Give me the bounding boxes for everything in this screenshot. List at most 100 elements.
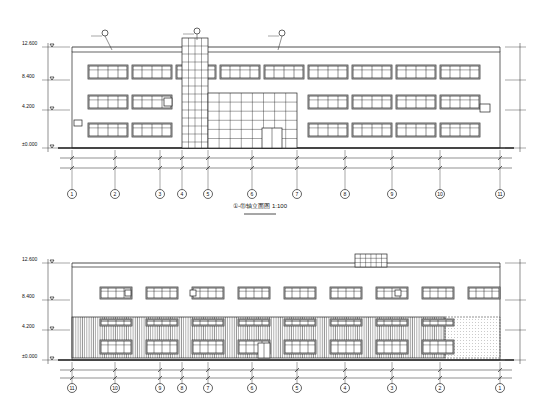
outline — [72, 267, 500, 360]
axis-bubble — [293, 190, 302, 199]
line — [108, 288, 109, 298]
axis-number: 11 — [497, 192, 502, 197]
line — [98, 96, 99, 108]
level-label: ±0.000 — [22, 354, 37, 359]
line — [246, 288, 247, 298]
line — [343, 156, 347, 160]
line — [221, 69, 259, 70]
line — [470, 66, 471, 78]
level-label: 8.400 — [22, 74, 35, 79]
outline — [132, 65, 172, 79]
line — [381, 254, 382, 267]
line — [254, 341, 255, 353]
callout-bubble — [279, 30, 285, 36]
line — [292, 288, 293, 298]
level-mark — [50, 77, 54, 80]
outline — [353, 96, 391, 108]
line — [206, 376, 210, 380]
axis-number: 10 — [112, 386, 118, 391]
line — [520, 43, 521, 152]
outline — [377, 288, 407, 298]
line — [70, 376, 74, 380]
line — [108, 341, 109, 353]
outline — [100, 340, 132, 354]
line — [390, 368, 394, 372]
outline — [285, 320, 315, 325]
line — [406, 96, 407, 108]
line — [460, 96, 461, 108]
line — [42, 300, 70, 301]
line — [498, 368, 502, 372]
line — [98, 66, 99, 78]
outline — [376, 340, 408, 354]
level-label: 4.200 — [22, 104, 35, 109]
axis-number: 6 — [251, 386, 254, 391]
line — [430, 341, 431, 353]
outline — [352, 65, 392, 79]
line — [160, 150, 161, 190]
outline — [239, 320, 269, 325]
line — [216, 341, 217, 353]
line — [124, 288, 125, 298]
line — [182, 110, 208, 111]
outline — [100, 287, 132, 299]
line — [377, 321, 407, 322]
line — [60, 378, 512, 379]
outline — [423, 320, 453, 325]
line — [182, 62, 208, 63]
line — [154, 288, 155, 298]
outline — [441, 124, 479, 136]
outline — [132, 95, 172, 109]
line — [300, 341, 301, 353]
line — [438, 288, 439, 298]
outline — [88, 65, 128, 79]
outline — [330, 287, 362, 299]
line — [470, 124, 471, 136]
line — [505, 47, 526, 48]
line — [147, 344, 177, 345]
line — [58, 359, 514, 361]
axis-number: 3 — [159, 192, 162, 197]
line — [250, 166, 254, 170]
axis-bubble — [293, 384, 302, 393]
axis-number: 7 — [207, 386, 210, 391]
outline — [192, 319, 224, 326]
line — [180, 156, 184, 160]
axis-bubble — [68, 384, 77, 393]
line — [292, 341, 293, 353]
line — [72, 263, 73, 267]
outline — [309, 66, 347, 78]
line — [147, 291, 177, 292]
line — [343, 376, 347, 380]
outline — [284, 287, 316, 299]
line — [438, 166, 442, 170]
line — [142, 124, 143, 136]
line — [397, 127, 435, 128]
axis-bubble — [178, 384, 187, 393]
line — [392, 288, 393, 298]
outline — [331, 341, 361, 353]
outline — [396, 65, 436, 79]
line — [362, 124, 363, 136]
line — [426, 124, 427, 136]
line — [426, 66, 427, 78]
line — [295, 368, 299, 372]
line — [318, 66, 319, 78]
line — [265, 69, 303, 70]
outline — [284, 319, 316, 326]
outline — [284, 340, 316, 354]
line — [182, 46, 208, 47]
outline — [309, 96, 347, 108]
line — [89, 69, 127, 70]
line — [113, 156, 117, 160]
outline — [376, 319, 408, 326]
level-mark — [50, 260, 54, 263]
line — [331, 291, 361, 292]
line — [309, 69, 347, 70]
line — [113, 376, 117, 380]
line — [208, 341, 209, 353]
axis-bubble — [178, 190, 187, 199]
line — [438, 368, 442, 372]
line — [343, 368, 347, 372]
